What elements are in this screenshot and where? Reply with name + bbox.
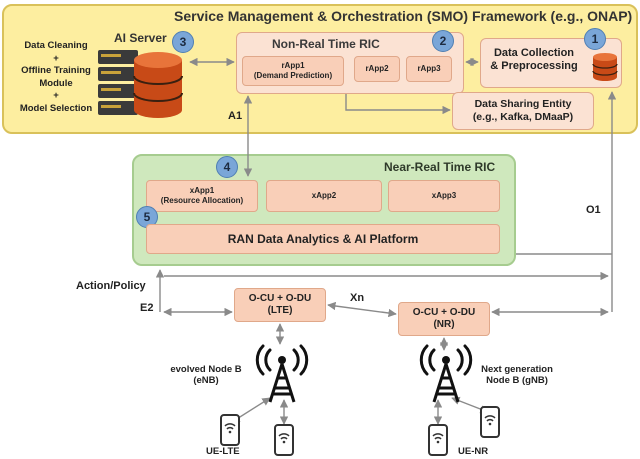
ue-phone-icon [220, 414, 240, 446]
ue-lte-label: UE-LTE [206, 446, 240, 457]
gnb-tower-icon [419, 344, 473, 403]
action-policy-label: Action/Policy [76, 280, 146, 292]
ue-phone-icon [480, 406, 500, 438]
xn-label: Xn [350, 292, 365, 304]
rapp2-name: rApp2 [365, 64, 389, 74]
non-rt-ric-title: Non-Real Time RIC [272, 37, 380, 51]
xapp3-name: xApp3 [431, 191, 457, 201]
smo-title: Service Management & Orchestration (SMO)… [174, 8, 633, 24]
rapp3-name: rApp3 [417, 64, 441, 74]
near-rt-ric-title: Near-Real Time RIC [384, 160, 496, 174]
xapp3-box[interactable]: xApp3 [388, 180, 500, 212]
cu-du-lte-box[interactable]: O-CU + O-DU (LTE) [234, 288, 326, 322]
badge-3: 3 [172, 31, 194, 53]
rapp2-box[interactable]: rApp2 [354, 56, 400, 82]
ai-server-tasks: Data Cleaning + Offline Training Module … [19, 40, 93, 114]
badge-2: 2 [432, 30, 454, 52]
gnb-label: Next generation Node B (gNB) [481, 364, 553, 387]
data-sharing-box[interactable]: Data Sharing Entity (e.g., Kafka, DMaaP) [452, 92, 594, 130]
rapp1-name: rApp1 [281, 61, 305, 71]
e2-label: E2 [140, 302, 154, 314]
ran-platform-box[interactable]: RAN Data Analytics & AI Platform [146, 224, 500, 254]
rapp3-box[interactable]: rApp3 [406, 56, 452, 82]
xapp1-box[interactable]: xApp1 (Resource Allocation) [146, 180, 258, 212]
rapp1-box[interactable]: rApp1 (Demand Prediction) [242, 56, 344, 86]
ue-nr-label: UE-NR [458, 446, 489, 457]
small-database-icon [592, 53, 618, 81]
database-icon [133, 52, 183, 118]
ran-platform-label: RAN Data Analytics & AI Platform [227, 231, 419, 246]
badge-4: 4 [216, 156, 238, 178]
a1-label: A1 [228, 110, 243, 122]
xapp1-name: xApp1 [189, 186, 215, 196]
o1-label: O1 [586, 204, 601, 216]
cu-du-nr-label: O-CU + O-DU (NR) [412, 307, 476, 330]
enb-label: evolved Node B (eNB) [170, 364, 242, 387]
server-rack-icon [98, 50, 138, 115]
xapp2-box[interactable]: xApp2 [266, 180, 382, 212]
cu-du-lte-label: O-CU + O-DU (LTE) [248, 293, 312, 316]
data-collection-label: Data Collection & Preprocessing [490, 47, 578, 73]
xapp1-desc: (Resource Allocation) [160, 196, 244, 205]
cu-du-nr-box[interactable]: O-CU + O-DU (NR) [398, 302, 490, 336]
ue-phone-icon [274, 424, 294, 456]
data-sharing-label: Data Sharing Entity (e.g., Kafka, DMaaP) [472, 98, 574, 123]
enb-tower-icon [255, 344, 309, 403]
badge-1: 1 [584, 28, 606, 50]
ue-phone-icon [428, 424, 448, 456]
xapp2-name: xApp2 [311, 191, 337, 201]
ai-server-title: AI Server [114, 31, 167, 45]
rapp1-desc: (Demand Prediction) [253, 71, 333, 80]
